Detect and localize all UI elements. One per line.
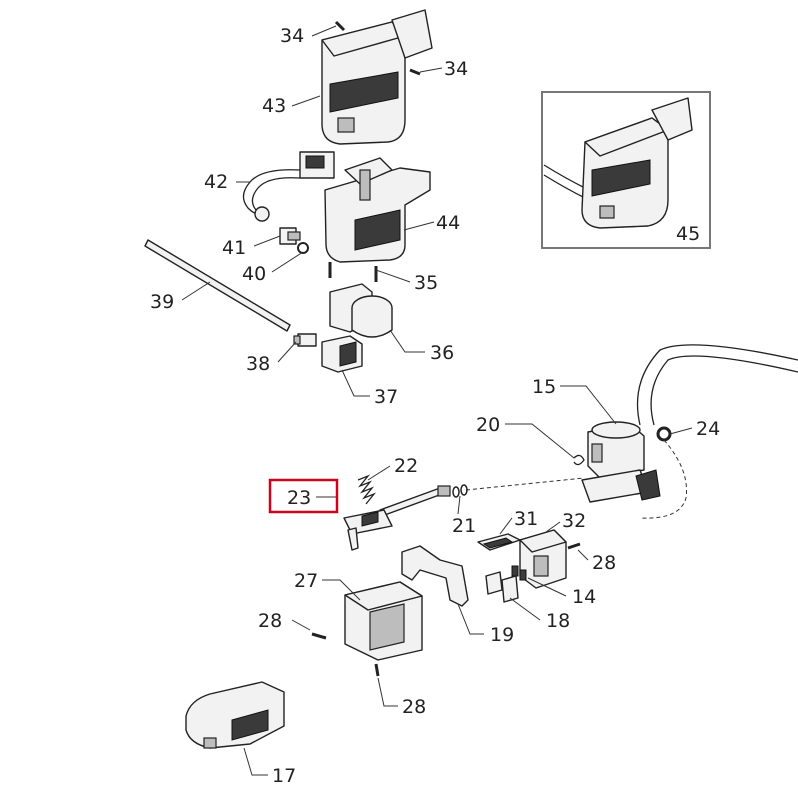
part-15-solenoid-valve[interactable] <box>581 421 661 503</box>
part-39-rod[interactable] <box>144 239 291 332</box>
part-45-cover-inset[interactable] <box>543 97 693 229</box>
part-20-clip[interactable] <box>573 454 585 466</box>
part-42-hose[interactable] <box>242 151 335 222</box>
label-36[interactable]: 36 <box>430 342 454 364</box>
label-44[interactable]: 44 <box>436 212 460 234</box>
label-15[interactable]: 15 <box>532 376 556 398</box>
label-43[interactable]: 43 <box>262 95 286 117</box>
label-45[interactable]: 45 <box>676 223 700 245</box>
label-28-left[interactable]: 28 <box>258 610 282 632</box>
inset-frame <box>541 91 711 249</box>
label-20[interactable]: 20 <box>476 414 500 436</box>
label-24[interactable]: 24 <box>696 418 720 440</box>
label-18[interactable]: 18 <box>546 610 570 632</box>
label-23[interactable]: 23 <box>287 487 311 509</box>
part-44-housing[interactable] <box>324 157 431 263</box>
part-27-frame[interactable] <box>344 581 423 661</box>
label-31[interactable]: 31 <box>514 508 538 530</box>
part-36-holder[interactable] <box>329 283 393 338</box>
label-41[interactable]: 41 <box>222 237 246 259</box>
part-17-module[interactable] <box>185 681 285 749</box>
part-24-clamp[interactable] <box>656 426 672 442</box>
part-32-box[interactable] <box>519 529 567 589</box>
part-43-top-cover[interactable] <box>321 9 433 145</box>
label-39[interactable]: 39 <box>150 291 174 313</box>
part-28-screw-bottom[interactable] <box>374 663 380 677</box>
leader-lines <box>181 25 693 776</box>
label-28-bottom[interactable]: 28 <box>402 696 426 718</box>
part-21-o-rings[interactable] <box>452 484 468 498</box>
label-19[interactable]: 19 <box>490 624 514 646</box>
label-34-right[interactable]: 34 <box>444 58 468 80</box>
label-17[interactable]: 17 <box>272 765 296 787</box>
label-28-right[interactable]: 28 <box>592 552 616 574</box>
label-22[interactable]: 22 <box>394 455 418 477</box>
connection-dashed-line <box>465 477 585 491</box>
label-21[interactable]: 21 <box>452 515 476 537</box>
label-27[interactable]: 27 <box>294 570 318 592</box>
callout-labels: 34 34 43 42 44 41 40 35 39 36 38 37 45 1… <box>150 25 720 787</box>
part-34-pins[interactable] <box>334 20 421 76</box>
part-23-tube-assembly[interactable] <box>343 485 451 551</box>
hose-dashed-route <box>639 439 688 519</box>
part-19-bracket[interactable] <box>401 545 469 607</box>
highlight-box-part-23 <box>268 478 339 514</box>
hose-main[interactable] <box>636 344 798 426</box>
label-34-top[interactable]: 34 <box>280 25 304 47</box>
label-35[interactable]: 35 <box>414 272 438 294</box>
part-41-fitting[interactable] <box>279 227 301 245</box>
label-32[interactable]: 32 <box>562 510 586 532</box>
label-40[interactable]: 40 <box>242 263 266 285</box>
label-14[interactable]: 14 <box>572 586 596 608</box>
part-22-spring[interactable] <box>357 474 377 505</box>
part-40-o-ring[interactable] <box>297 242 309 254</box>
part-37-block[interactable] <box>321 335 363 373</box>
label-38[interactable]: 38 <box>246 353 270 375</box>
label-42[interactable]: 42 <box>204 171 228 193</box>
part-28-screw-left[interactable] <box>311 632 327 640</box>
part-38-nozzle[interactable] <box>293 333 317 347</box>
label-37[interactable]: 37 <box>374 386 398 408</box>
part-35-screws[interactable] <box>328 262 378 282</box>
part-28-screw-right[interactable] <box>567 542 581 550</box>
part-31-board[interactable] <box>477 533 521 551</box>
part-18-terminals[interactable] <box>485 571 519 603</box>
